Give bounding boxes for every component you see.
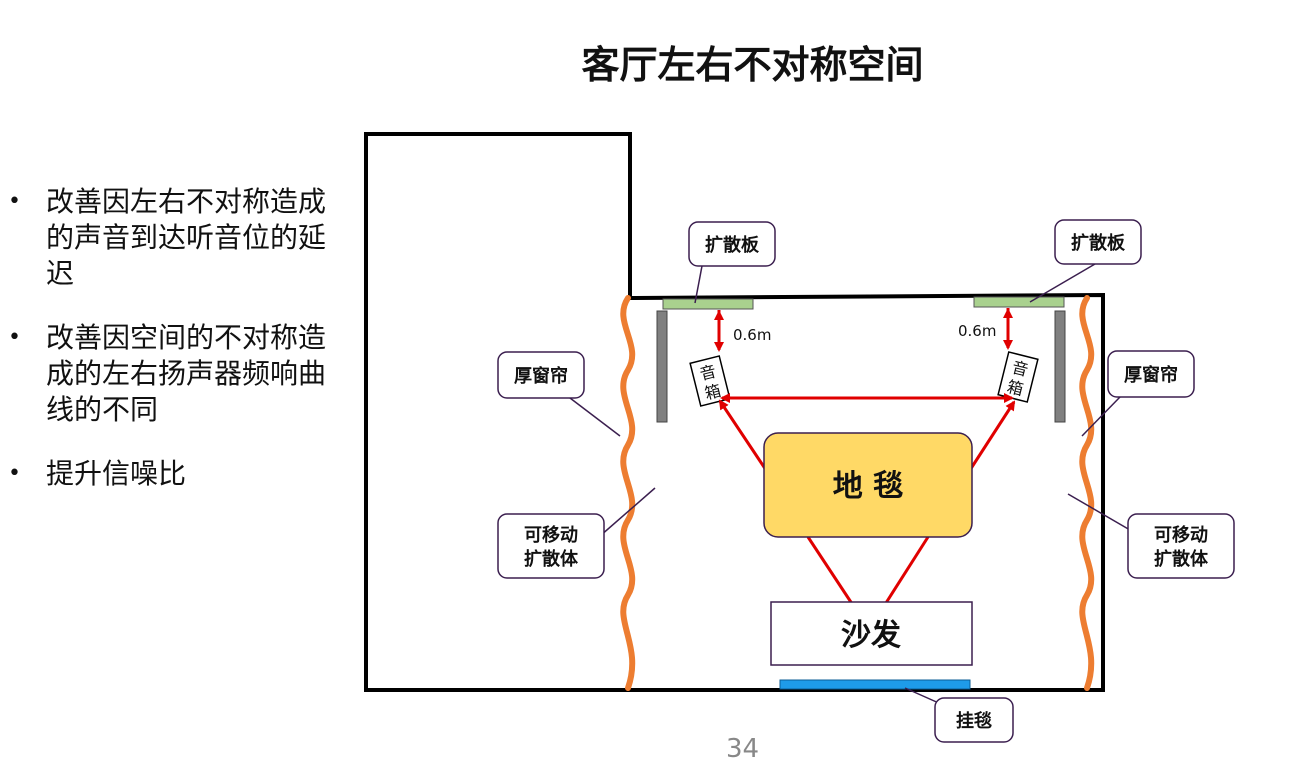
carpet-to-left-speaker-arrow xyxy=(718,399,768,471)
callout-movable-right: 可移动 扩散体 xyxy=(1067,493,1235,579)
callout-diffuser-left-text: 扩散板 xyxy=(705,234,760,256)
callout-movable-left-text-2: 扩散体 xyxy=(524,548,579,570)
callout-movable-right-text-2: 扩散体 xyxy=(1154,548,1209,570)
bullet-text: 改善因左右不对称造成的声音到达听音位的延迟 xyxy=(46,185,327,290)
callout-curtain-right-text: 厚窗帘 xyxy=(1124,364,1178,386)
carpet-to-right-speaker-arrow xyxy=(968,400,1016,471)
page-number: 34 xyxy=(725,734,760,764)
bullet-dot-icon: • xyxy=(8,461,21,486)
sofa xyxy=(770,601,973,666)
bullet-dot-icon: • xyxy=(8,189,21,214)
bullet-list: • 改善因左右不对称造成的声音到达听音位的延迟 • 改善因空间的不对称造成的左右扬声… xyxy=(8,184,328,520)
side-panel-left xyxy=(656,310,668,423)
bullet-dot-icon: • xyxy=(8,325,21,350)
callout-movable-left: 可移动 扩散体 xyxy=(497,487,656,579)
carpet xyxy=(763,432,973,538)
callout-curtain-left: 厚窗帘 xyxy=(497,351,621,437)
tapestry xyxy=(779,679,971,690)
speaker-left: 音 箱 xyxy=(689,355,731,407)
callout-tapestry: 挂毯 xyxy=(904,687,1014,743)
speaker-right: 音 箱 xyxy=(997,351,1039,403)
sofa-label: 沙发 xyxy=(841,618,901,653)
diffuser-panel-right xyxy=(973,296,1065,308)
speaker-right-label-1: 音 xyxy=(1010,358,1030,380)
callout-tapestry-text: 挂毯 xyxy=(956,710,992,732)
curtain-left xyxy=(620,295,636,691)
callout-movable-left-text-1: 可移动 xyxy=(524,524,578,546)
carpet-label: 地 毯 xyxy=(833,469,903,504)
callout-curtain-right: 厚窗帘 xyxy=(1081,350,1195,437)
callout-diffuser-right: 扩散板 xyxy=(1029,219,1142,303)
distance-label-left: 0.6m xyxy=(733,326,771,344)
speaker-left-label-2: 箱 xyxy=(703,381,723,403)
distance-label-right: 0.6m xyxy=(958,322,996,340)
callout-diffuser-left: 扩散板 xyxy=(688,221,776,304)
side-panel-right xyxy=(1054,310,1066,423)
speaker-left-label-1: 音 xyxy=(698,362,718,384)
bullet-item: • 改善因空间的不对称造成的左右扬声器频响曲线的不同 xyxy=(8,320,328,428)
room-wall xyxy=(364,132,1105,692)
bullet-text: 提升信噪比 xyxy=(46,457,187,490)
callout-movable-right-text-1: 可移动 xyxy=(1154,524,1208,546)
bullet-text: 改善因空间的不对称造成的左右扬声器频响曲线的不同 xyxy=(46,321,327,426)
slide-title: 客厅左右不对称空间 xyxy=(581,43,924,87)
bullet-item: • 提升信噪比 xyxy=(8,456,328,492)
curtain-right xyxy=(1079,295,1095,691)
callout-diffuser-right-text: 扩散板 xyxy=(1071,232,1126,254)
diffuser-panel-left xyxy=(662,298,754,310)
bullet-item: • 改善因左右不对称造成的声音到达听音位的延迟 xyxy=(8,184,328,292)
callout-curtain-left-text: 厚窗帘 xyxy=(514,365,568,387)
